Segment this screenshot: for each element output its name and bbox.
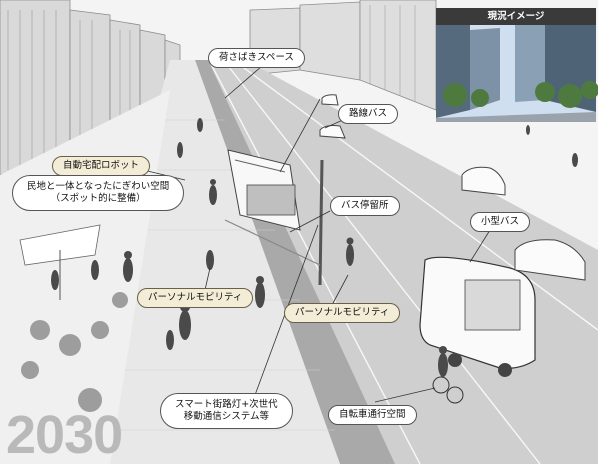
label-smart-streetlight: スマート街路灯+次世代 移動通信システム等 bbox=[160, 393, 293, 429]
label-personal-mobility-2: パーソナルモビリティ bbox=[284, 303, 401, 323]
label-delivery-robot: 自動宅配ロボット bbox=[52, 156, 151, 176]
small-bus bbox=[419, 256, 536, 377]
label-small-bus: 小型バス bbox=[470, 212, 531, 232]
label-smart-streetlight-line-2: 移動通信システム等 bbox=[183, 410, 269, 422]
cars bbox=[319, 94, 586, 281]
current-situation-photo bbox=[436, 8, 598, 122]
sidewalk bbox=[60, 60, 340, 464]
route-bus bbox=[227, 149, 301, 231]
smart-streetlight-pole bbox=[318, 159, 324, 286]
label-plaza: 民地と一体となったにぎわい空間 （スポット的に整備） bbox=[12, 175, 185, 211]
label-bus-stop: バス停留所 bbox=[330, 196, 400, 216]
label-smart-streetlight-line-1: スマート街路灯+次世代 bbox=[175, 399, 278, 410]
label-plaza-line-1: 民地と一体となったにぎわい空間 bbox=[27, 181, 170, 192]
current-situation-header: 現況イメージ bbox=[436, 8, 596, 25]
year-label: 2030 bbox=[6, 405, 123, 465]
pedestrians bbox=[51, 118, 578, 377]
label-bike-lane: 自転車通行空間 bbox=[328, 405, 417, 425]
label-loading-space: 荷さばきスペース bbox=[208, 48, 305, 68]
label-plaza-line-2: （スポット的に整備） bbox=[50, 192, 146, 204]
label-personal-mobility-1: パーソナルモビリティ bbox=[137, 288, 254, 308]
label-route-bus: 路線バス bbox=[338, 104, 399, 124]
